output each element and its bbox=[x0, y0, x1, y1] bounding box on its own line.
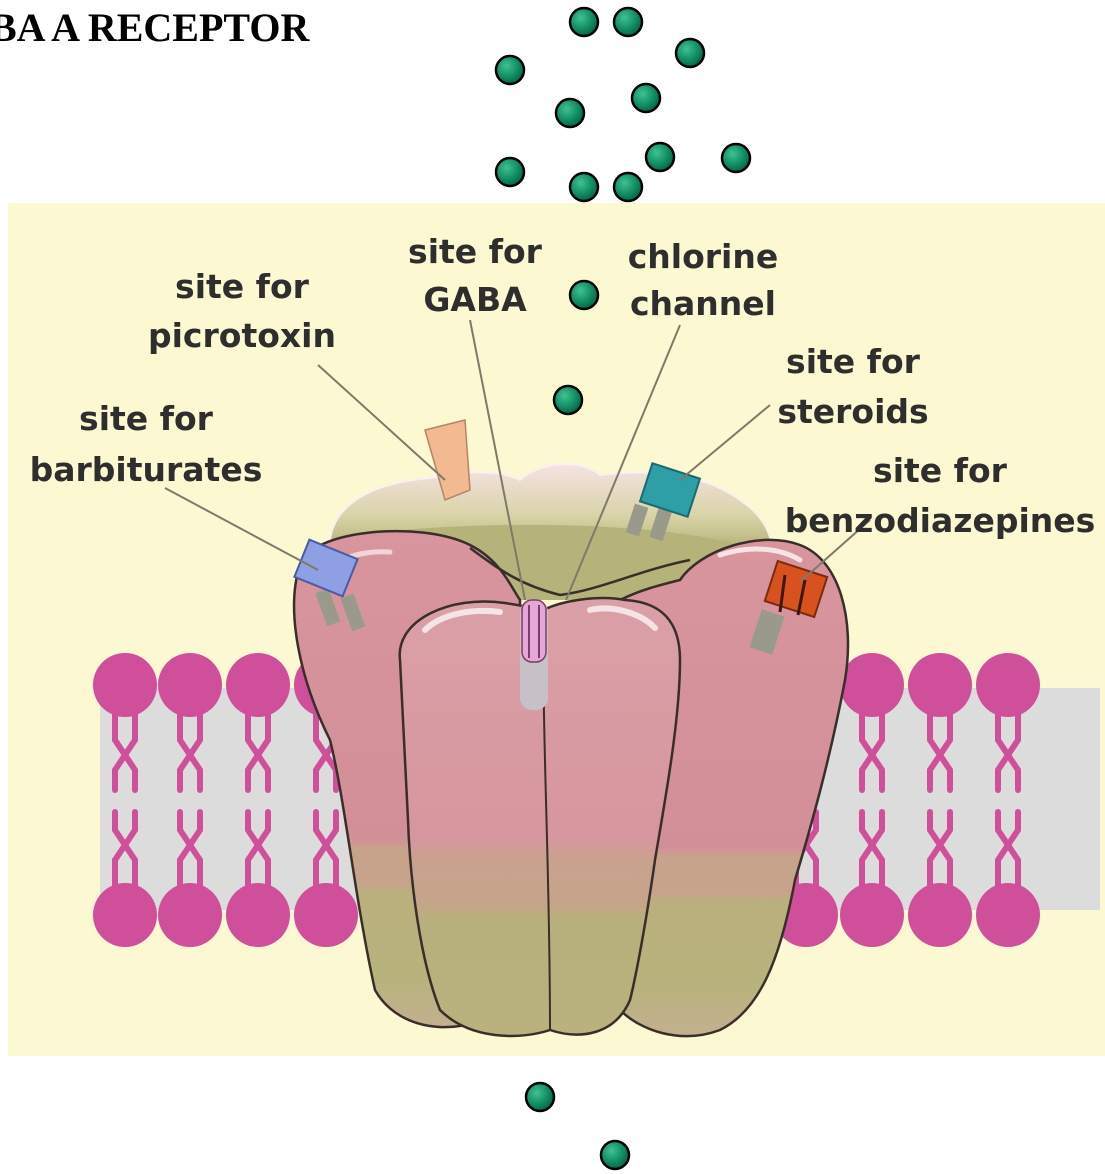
svg-text:benzodiazepines: benzodiazepines bbox=[785, 501, 1096, 540]
chloride-ion bbox=[632, 84, 660, 112]
svg-text:channel: channel bbox=[630, 284, 776, 323]
chloride-ion bbox=[556, 99, 584, 127]
svg-text:chlorine: chlorine bbox=[628, 237, 779, 276]
svg-text:site for: site for bbox=[79, 399, 214, 438]
svg-text:barbiturates: barbiturates bbox=[30, 450, 263, 489]
chloride-ion bbox=[646, 143, 674, 171]
chloride-ion bbox=[601, 1141, 629, 1169]
chloride-ion bbox=[614, 173, 642, 201]
site-gaba-marker bbox=[520, 600, 548, 710]
receptor-body bbox=[294, 464, 848, 1036]
chloride-ion bbox=[526, 1083, 554, 1111]
chloride-ion bbox=[614, 8, 642, 36]
svg-text:site for: site for bbox=[408, 232, 543, 271]
chloride-ion bbox=[496, 56, 524, 84]
svg-text:site for: site for bbox=[786, 342, 921, 381]
svg-text:site for: site for bbox=[873, 451, 1008, 490]
chloride-ion bbox=[570, 8, 598, 36]
chloride-ion bbox=[570, 173, 598, 201]
chloride-ion bbox=[570, 281, 598, 309]
svg-text:GABA: GABA bbox=[423, 280, 527, 319]
chloride-ion bbox=[496, 158, 524, 186]
svg-text:site for: site for bbox=[175, 267, 310, 306]
chloride-ion bbox=[676, 39, 704, 67]
chloride-ion bbox=[722, 144, 750, 172]
svg-text:picrotoxin: picrotoxin bbox=[148, 316, 336, 355]
chloride-ion bbox=[554, 386, 582, 414]
svg-text:steroids: steroids bbox=[777, 392, 928, 431]
